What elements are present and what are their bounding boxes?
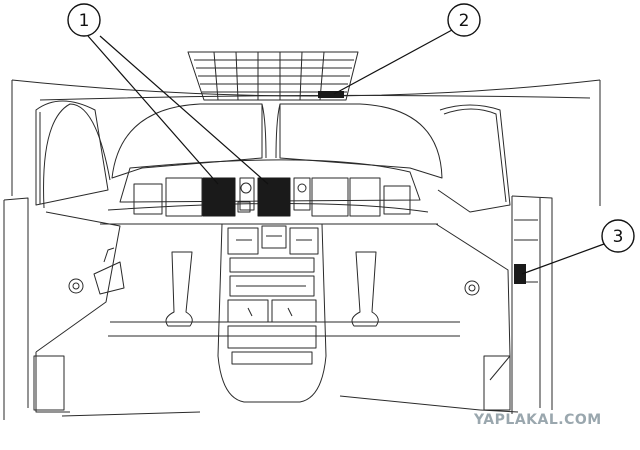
display-screen-left — [202, 177, 236, 217]
callout-3: 3 — [521, 219, 635, 275]
side-panel-highlight — [514, 264, 526, 284]
display-screen-right — [257, 177, 291, 217]
watermark: YAPLAKAL.COM — [474, 412, 602, 428]
callout-1-label: 1 — [79, 11, 90, 31]
center-pedestal — [217, 223, 327, 403]
overhead-highlight — [318, 91, 344, 98]
callout-3-label: 3 — [613, 227, 624, 247]
windshield — [111, 103, 511, 213]
control-columns — [165, 251, 379, 327]
cabin-floor — [3, 195, 553, 420]
callout-2-label: 2 — [459, 11, 470, 31]
cabin-ceiling — [11, 79, 601, 209]
callout-2: 2 — [333, 3, 481, 95]
callout-1: 1 — [67, 3, 269, 185]
